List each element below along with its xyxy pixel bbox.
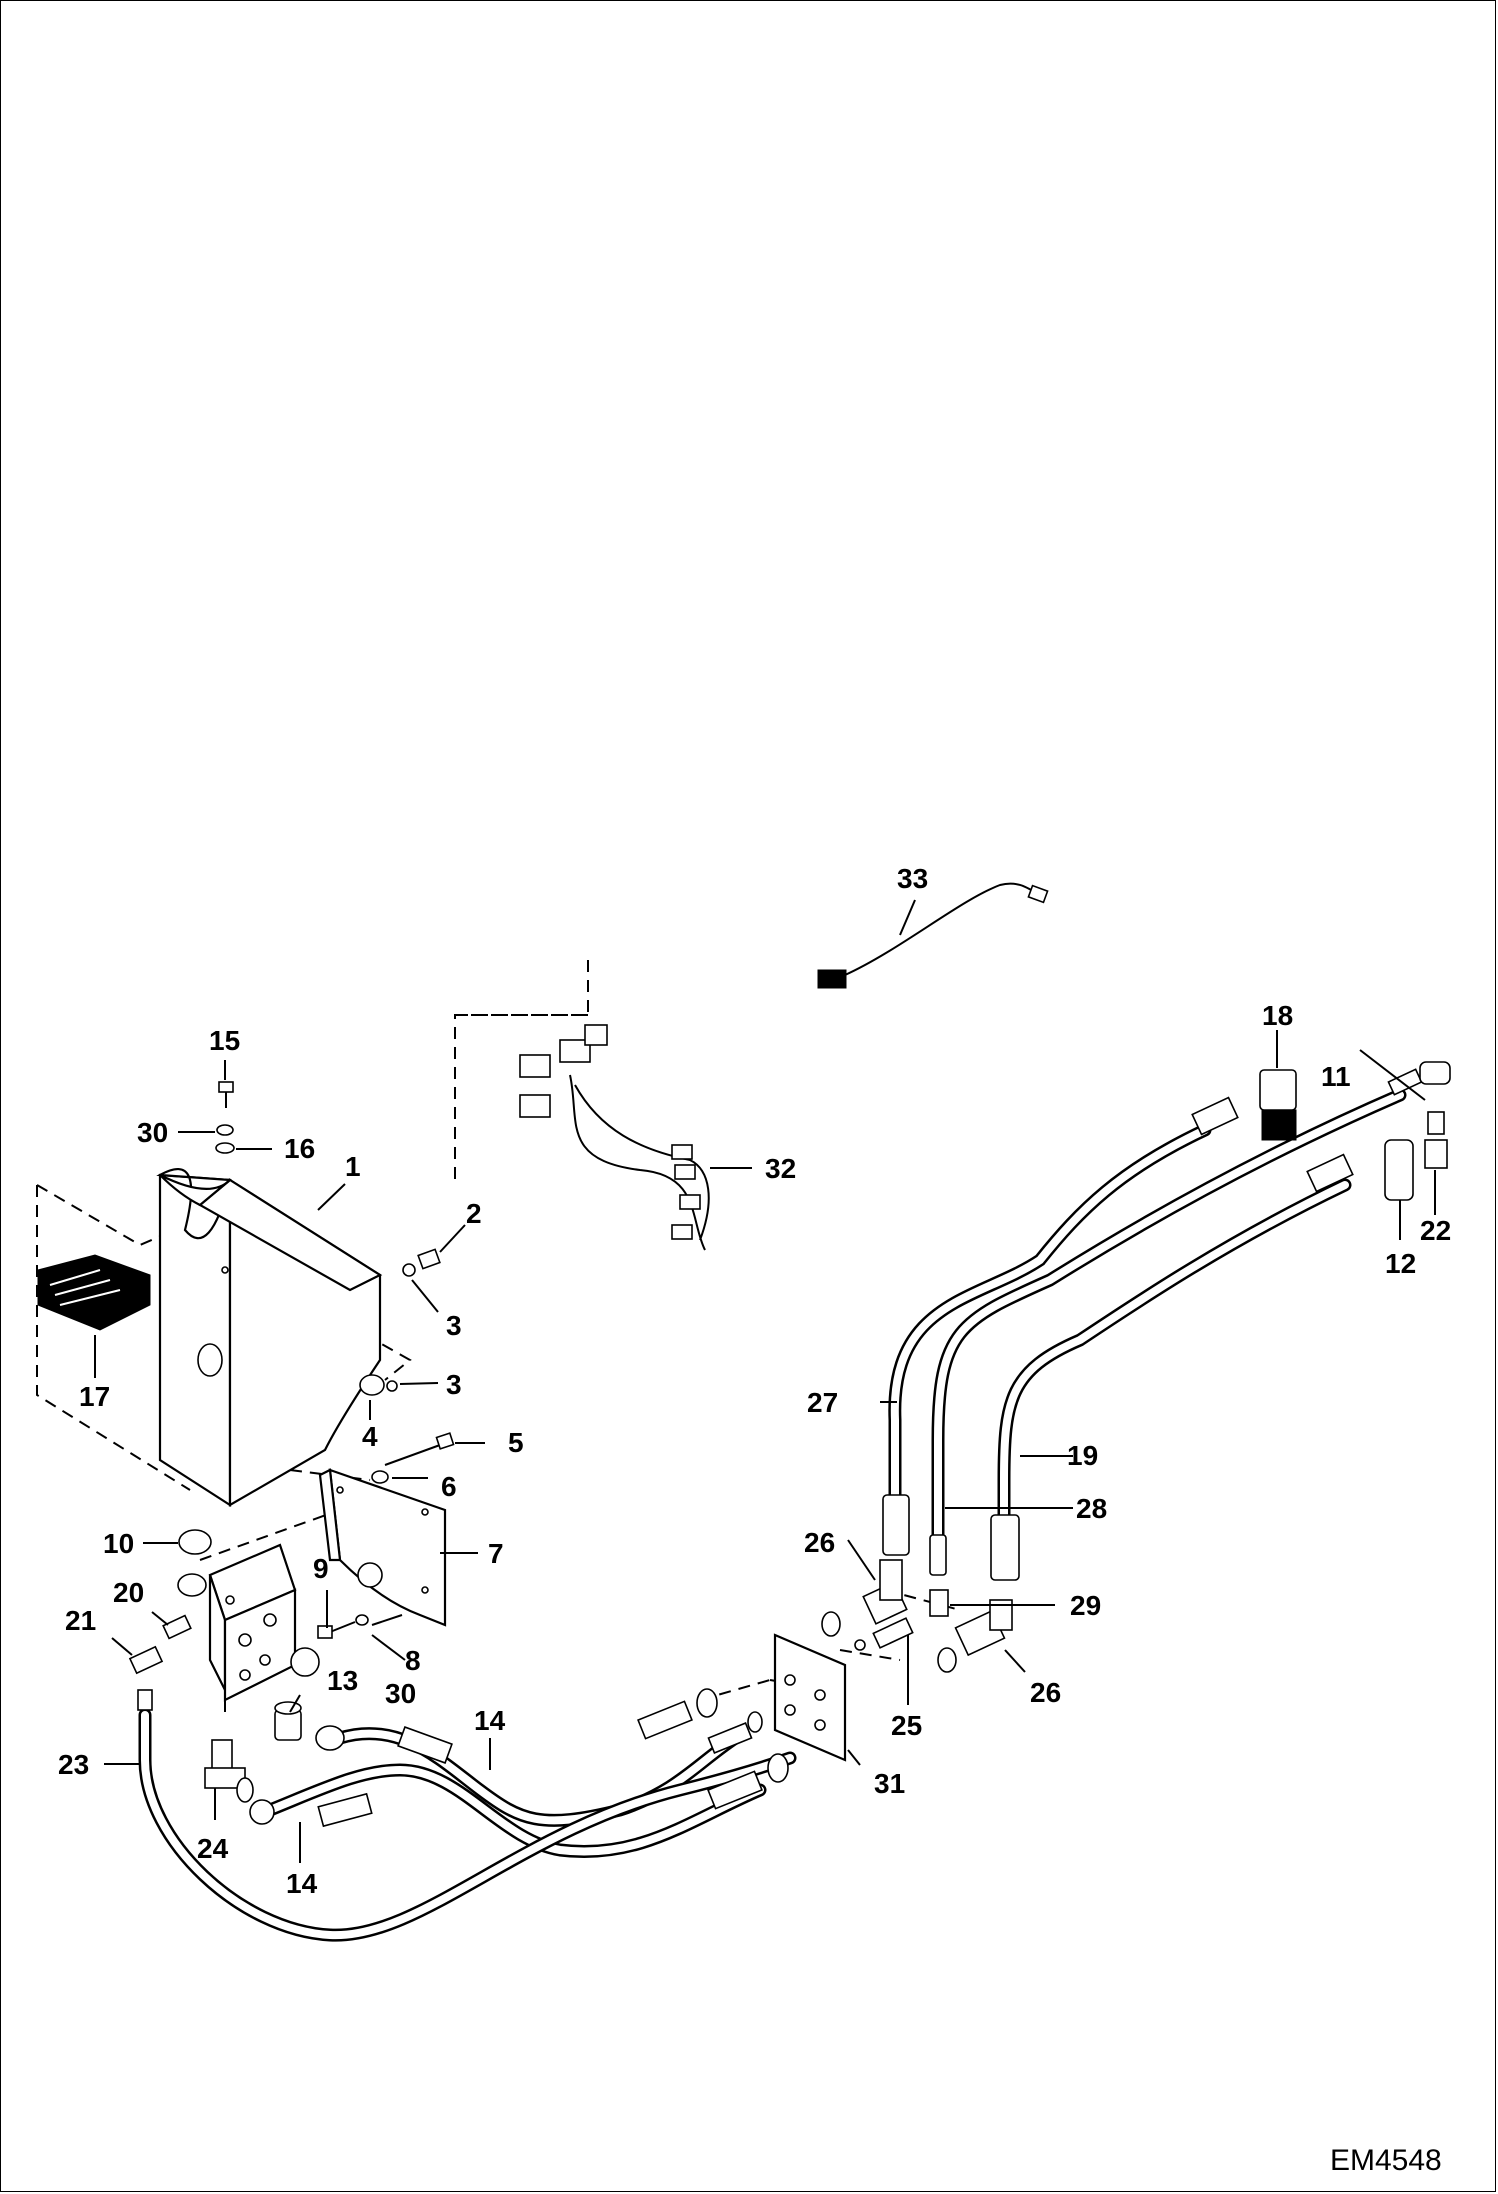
callout-32: 32 xyxy=(765,1153,796,1184)
callout-23: 23 xyxy=(58,1749,89,1780)
callout-5: 5 xyxy=(508,1427,524,1458)
callout-29: 29 xyxy=(1070,1590,1101,1621)
hose-end-fittings xyxy=(249,1688,789,1828)
part-20-fitting xyxy=(162,1614,192,1640)
callout-24: 24 xyxy=(197,1833,229,1864)
part-21-elbow xyxy=(128,1645,164,1711)
part-30-washer xyxy=(216,1124,234,1136)
callout-6: 6 xyxy=(441,1471,457,1502)
callout-26: 26 xyxy=(1030,1677,1061,1708)
part-5-bolt xyxy=(384,1432,455,1466)
part-2-fitting xyxy=(402,1248,441,1277)
callout-26: 26 xyxy=(804,1527,835,1558)
callout-4: 4 xyxy=(362,1421,378,1452)
part-18-elbow xyxy=(1191,1069,1297,1141)
callout-33: 33 xyxy=(897,863,928,894)
part-33-sensor-cable xyxy=(817,882,1049,989)
callout-11: 11 xyxy=(1321,1061,1351,1092)
callout-15: 15 xyxy=(209,1025,240,1056)
callout-16: 16 xyxy=(284,1133,315,1164)
callout-28: 28 xyxy=(1076,1493,1107,1524)
callout-17: 17 xyxy=(79,1381,110,1412)
part-31-bulkhead-plate xyxy=(773,1633,847,1762)
callout-3: 3 xyxy=(446,1310,462,1341)
part-29-fitting xyxy=(929,1589,949,1617)
callout-13: 13 xyxy=(327,1665,358,1696)
callout-10: 10 xyxy=(103,1528,134,1559)
callout-8: 8 xyxy=(405,1645,421,1676)
hose-28-end xyxy=(929,1534,947,1576)
hose-27 xyxy=(888,1123,1212,1507)
callout-14: 14 xyxy=(474,1705,506,1736)
callout-1: 1 xyxy=(345,1151,361,1182)
part-25-adapter xyxy=(854,1617,914,1651)
part-8-washer xyxy=(355,1614,369,1626)
part-11-fitting xyxy=(1387,1061,1451,1096)
part-17-control-module xyxy=(37,1254,151,1331)
callout-labels: 1 2 3 3 4 5 6 7 8 9 10 11 12 13 14 14 15… xyxy=(58,863,1451,1899)
callout-20: 20 xyxy=(113,1577,144,1608)
part-9-bolt xyxy=(317,1621,356,1639)
callout-30: 30 xyxy=(385,1678,416,1709)
callout-3: 3 xyxy=(446,1369,462,1400)
callout-18: 18 xyxy=(1262,1000,1293,1031)
callout-2: 2 xyxy=(466,1198,482,1229)
part-32-wiring-harness xyxy=(519,1024,710,1251)
figure-code: EM4548 xyxy=(1330,2144,1442,2177)
hose-14-lower xyxy=(258,1763,767,1858)
callout-7: 7 xyxy=(488,1538,504,1569)
callout-12: 12 xyxy=(1385,1248,1416,1279)
hose-28 xyxy=(931,1088,1407,1547)
hose-27-end xyxy=(882,1494,910,1556)
part-24-tee xyxy=(204,1739,254,1803)
hose-19 xyxy=(997,1178,1352,1527)
callout-30: 30 xyxy=(137,1117,168,1148)
part-13-adapter xyxy=(274,1701,302,1741)
callout-25: 25 xyxy=(891,1710,922,1741)
leader-lines xyxy=(94,899,1436,1863)
part-26-elbow-right xyxy=(937,1599,1013,1673)
callout-27: 27 xyxy=(807,1387,838,1418)
part-4-plug xyxy=(359,1374,398,1396)
part-7-bracket xyxy=(318,1468,447,1627)
part-12-elbow xyxy=(1306,1139,1414,1201)
callout-22: 22 xyxy=(1420,1215,1451,1246)
callout-21: 21 xyxy=(65,1605,96,1636)
part-10-valve-manifold xyxy=(177,1529,320,1702)
callout-14: 14 xyxy=(286,1868,318,1899)
part-16-washer xyxy=(215,1142,235,1154)
callout-9: 9 xyxy=(313,1553,329,1584)
hose-19-end xyxy=(990,1514,1020,1581)
part-15-bolt xyxy=(218,1081,234,1108)
part-6-washer xyxy=(371,1470,389,1484)
part-26-elbow-left xyxy=(821,1559,908,1637)
callout-19: 19 xyxy=(1067,1440,1098,1471)
callout-31: 31 xyxy=(874,1768,905,1799)
part-22-coupler xyxy=(1424,1111,1448,1169)
hose-23 xyxy=(138,1708,797,1942)
part-1-tank xyxy=(156,1168,383,1508)
